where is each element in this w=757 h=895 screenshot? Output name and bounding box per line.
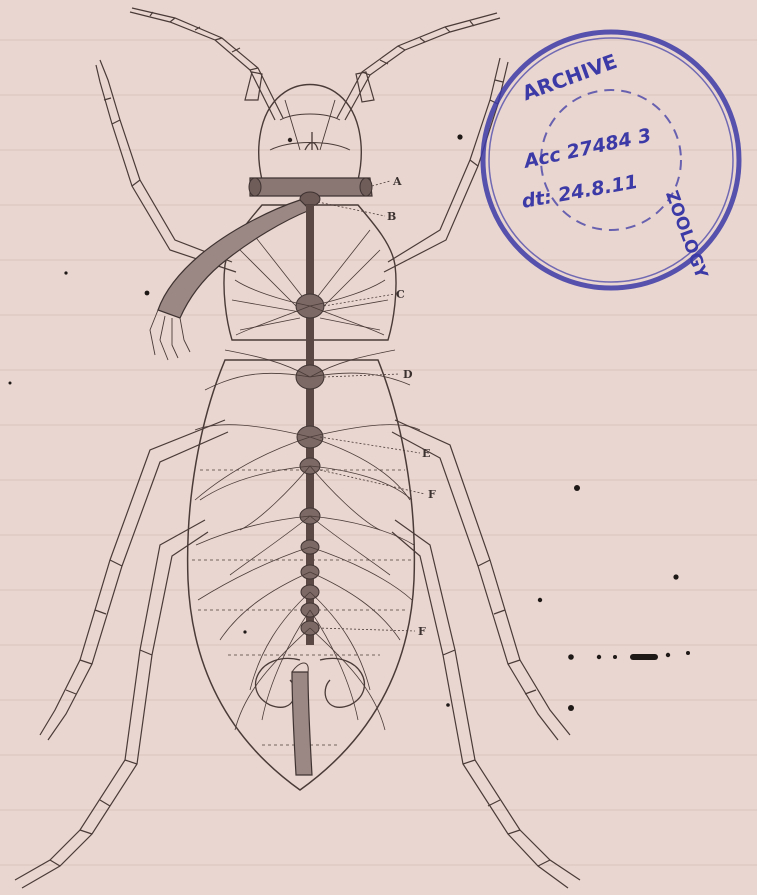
pulled-aside-oesophagus xyxy=(150,200,310,360)
label-D: D xyxy=(403,368,413,381)
middle-right-leg xyxy=(392,420,570,740)
left-antenna xyxy=(130,8,283,120)
ink-specks xyxy=(9,134,691,711)
hind-right-leg xyxy=(392,520,580,888)
head xyxy=(259,85,361,181)
cerebral-ganglia xyxy=(249,178,372,206)
hind-left-leg xyxy=(15,520,208,888)
hindgut xyxy=(256,658,365,775)
label-B: B xyxy=(387,210,396,223)
front-left-leg xyxy=(96,60,236,272)
label-A: A xyxy=(392,175,402,188)
right-antenna xyxy=(337,13,500,120)
stamp-date-line: dt: 24.8.11 xyxy=(520,171,639,213)
label-E: E xyxy=(422,447,430,460)
stamp-acc-line: Acc 27484 3 xyxy=(520,124,653,173)
label-C: C xyxy=(396,288,405,301)
library-stamp: ARCHIVE Acc 27484 3 dt: 24.8.11 ZOOLOGY xyxy=(483,32,739,288)
label-F-upper: F xyxy=(428,488,436,501)
paper-texture xyxy=(0,40,757,865)
label-F-lower: F xyxy=(418,625,426,638)
